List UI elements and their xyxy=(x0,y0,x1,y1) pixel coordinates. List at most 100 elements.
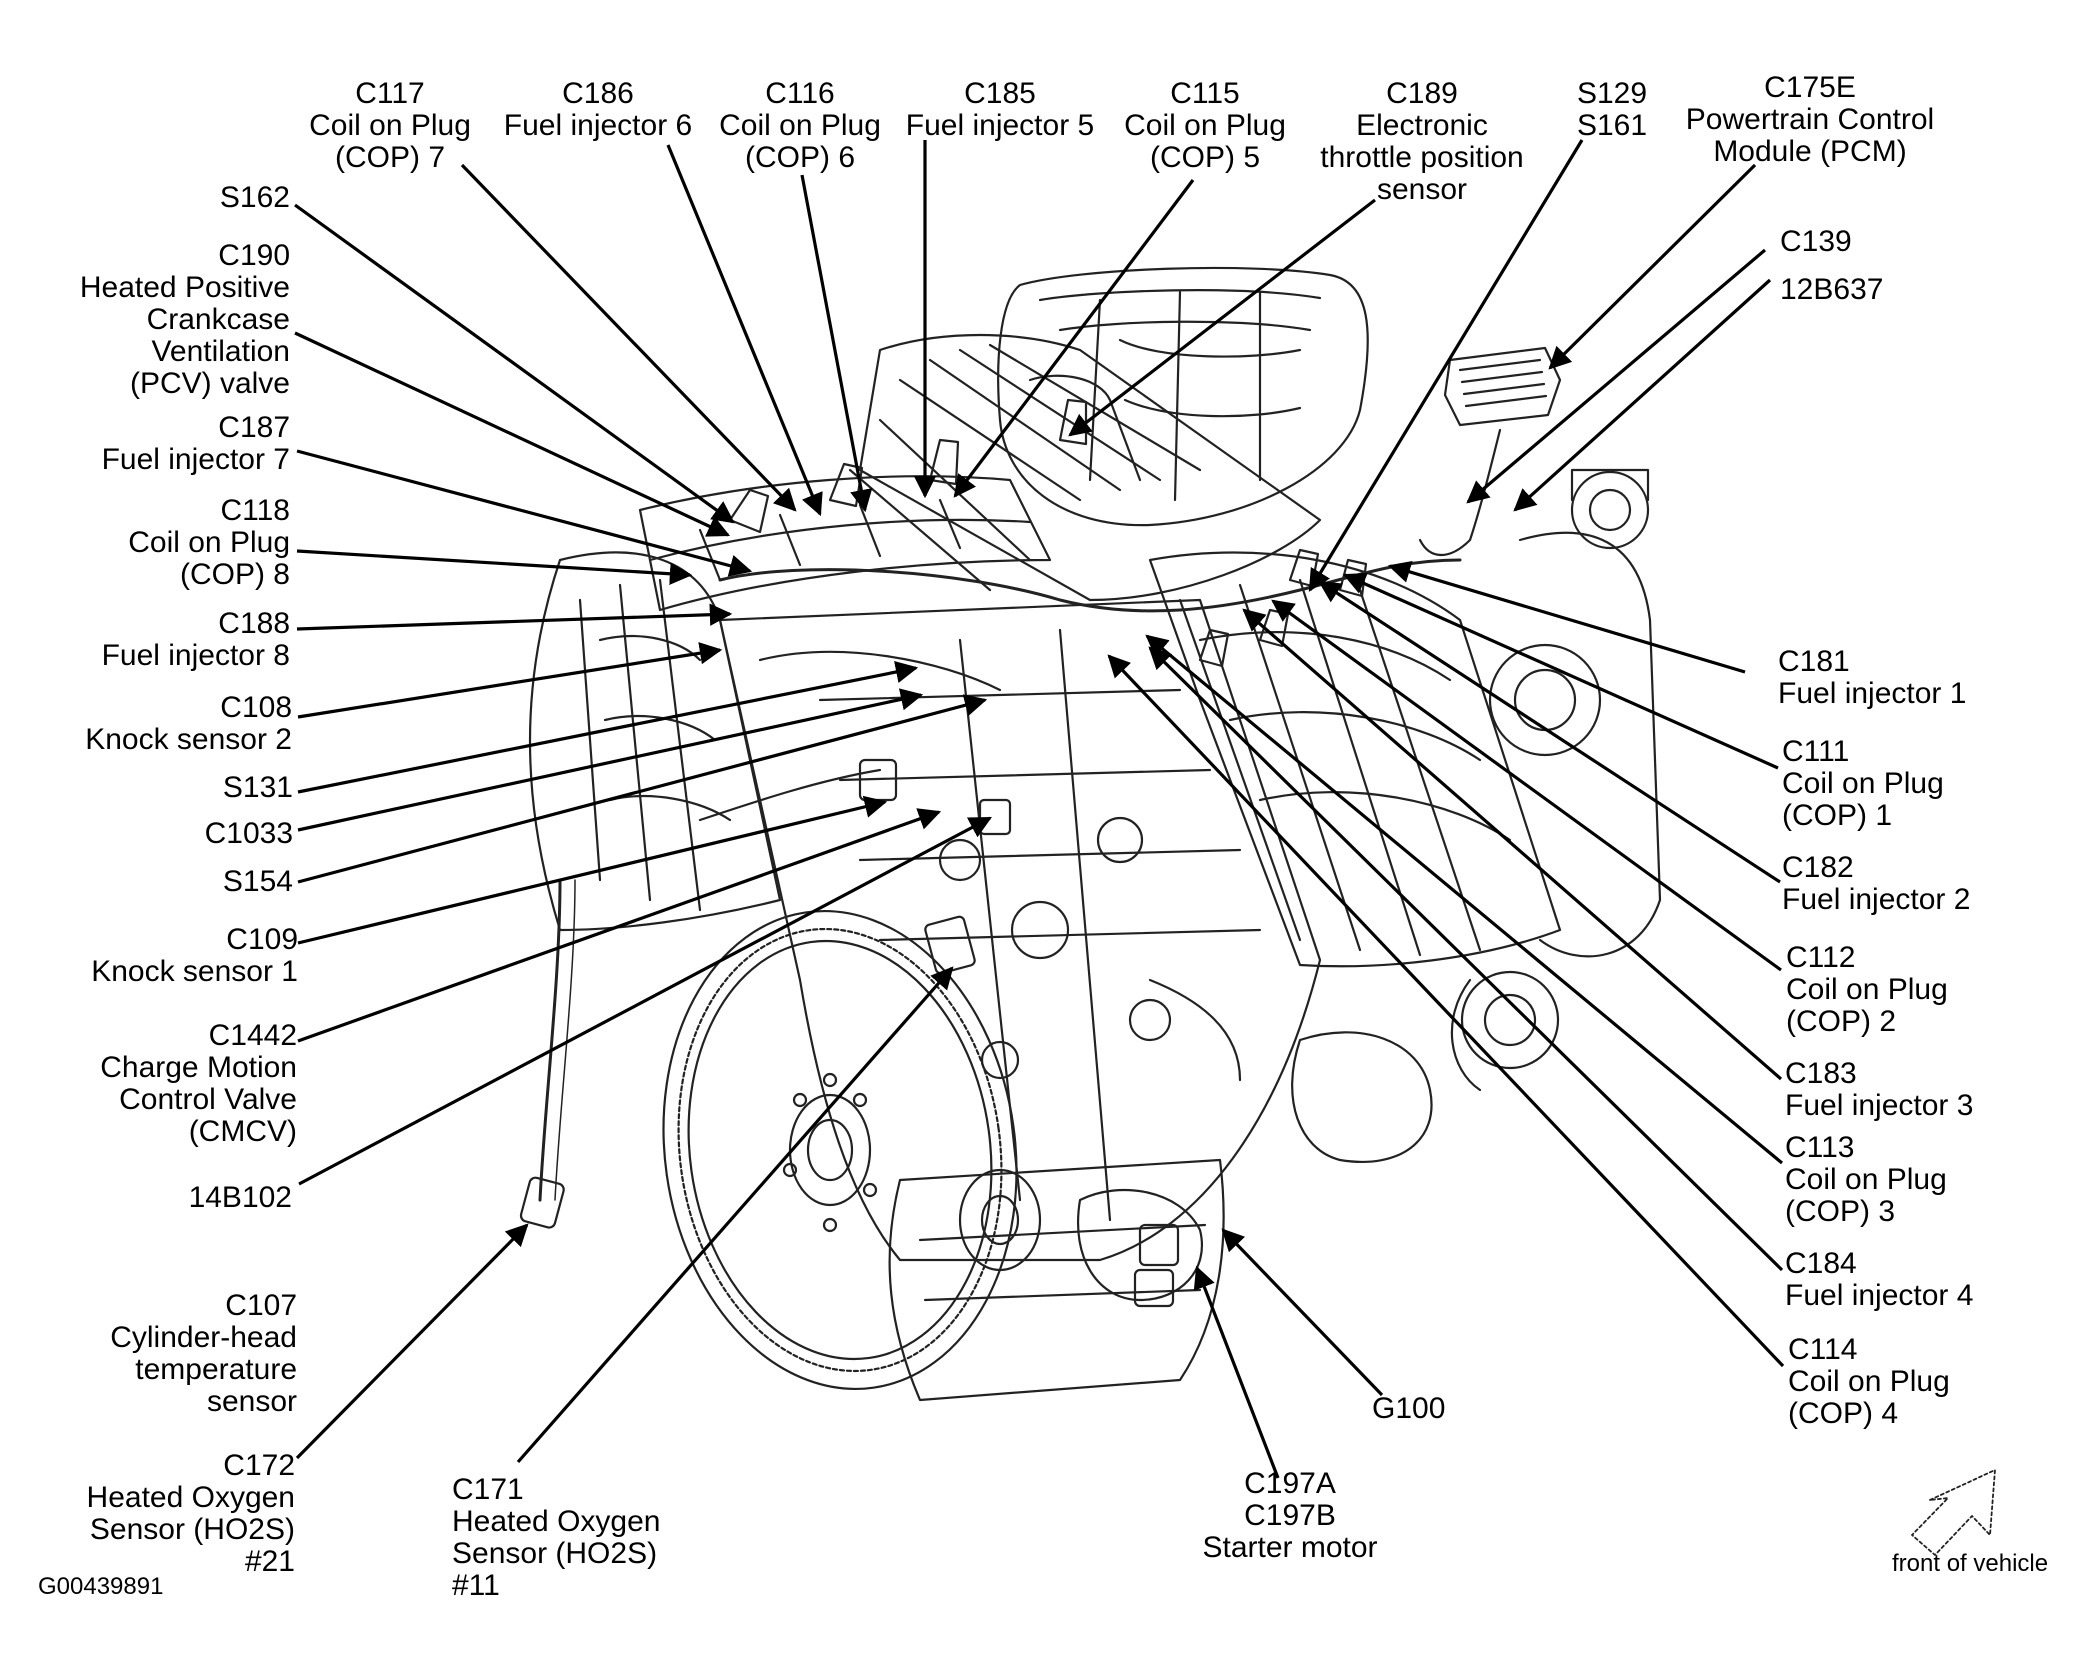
callout-c188: C188 Fuel injector 8 xyxy=(102,608,290,672)
callout-line: Knock sensor 2 xyxy=(85,723,292,756)
callout-line: C197B xyxy=(1244,1499,1336,1532)
callout-line: Module (PCM) xyxy=(1713,135,1907,168)
callout-g100: G100 xyxy=(1372,1393,1445,1425)
callout-c112: C112 Coil on Plug (COP) 2 xyxy=(1786,942,1948,1038)
callout-line: S131 xyxy=(222,771,293,804)
callout-line: sensor xyxy=(1376,173,1468,206)
callout-line: (COP) 4 xyxy=(1788,1397,1899,1430)
callout-line: 12B637 xyxy=(1780,273,1884,306)
callout-line: Control Valve xyxy=(119,1083,297,1116)
callout-line: 14B102 xyxy=(188,1181,292,1214)
callout-line: C1033 xyxy=(204,817,293,850)
callout-line: C1442 xyxy=(208,1019,297,1052)
callout-line: C181 xyxy=(1778,645,1850,678)
callout-line: Coil on Plug xyxy=(128,526,290,559)
callout-line: Charge Motion xyxy=(100,1051,297,1084)
callout-line: S129 xyxy=(1576,77,1648,110)
callout-c185: C185 Fuel injector 5 xyxy=(906,78,1094,142)
callout-c175e: C175E Powertrain Control Module (PCM) xyxy=(1686,72,1934,168)
callout-line: Heated Oxygen xyxy=(452,1505,661,1538)
callout-line: C108 xyxy=(220,691,292,724)
callout-line: C182 xyxy=(1782,851,1854,884)
callout-c109: C109 Knock sensor 1 xyxy=(91,924,298,988)
callout-s162: S162 xyxy=(220,182,290,214)
callout-line: Powertrain Control xyxy=(1685,103,1935,136)
callout-line: (COP) 7 xyxy=(334,141,446,174)
callout-line: C184 xyxy=(1785,1247,1857,1280)
callout-line: C118 xyxy=(220,494,291,527)
callout-14b102: 14B102 xyxy=(189,1182,292,1214)
callout-s129-s161: S129 S161 xyxy=(1577,78,1647,142)
callout-line: C115 xyxy=(1170,77,1240,110)
callout-line: Coil on Plug xyxy=(1124,109,1286,142)
callout-c113: C113 Coil on Plug (COP) 3 xyxy=(1785,1132,1947,1228)
callout-line: C188 xyxy=(218,607,290,640)
callout-c1442: C1442 Charge Motion Control Valve (CMCV) xyxy=(100,1020,297,1148)
callout-c116: C116 Coil on Plug (COP) 6 xyxy=(719,78,881,174)
callout-line: (PCV) valve xyxy=(129,367,290,400)
callout-line: Fuel injector 3 xyxy=(1785,1089,1974,1122)
callout-c184: C184 Fuel injector 4 xyxy=(1785,1248,1973,1312)
callout-c117: C117 Coil on Plug (COP) 7 xyxy=(309,78,471,174)
callout-line: S154 xyxy=(222,865,293,898)
callout-line: C114 xyxy=(1788,1333,1858,1366)
callout-line: Ventilation xyxy=(151,335,290,368)
callout-line: sensor xyxy=(206,1385,297,1418)
callout-line: temperature xyxy=(135,1353,297,1386)
callout-line: C112 xyxy=(1786,941,1856,974)
callout-c114: C114 Coil on Plug (COP) 4 xyxy=(1788,1334,1950,1430)
callout-c118: C118 Coil on Plug (COP) 8 xyxy=(128,495,290,591)
callout-c183: C183 Fuel injector 3 xyxy=(1785,1058,1973,1122)
callout-line: Coil on Plug xyxy=(309,109,471,142)
callout-line: Coil on Plug xyxy=(1782,767,1944,800)
callout-s131: S131 xyxy=(223,772,293,804)
callout-line: throttle position xyxy=(1320,141,1524,174)
callout-c171: C171 Heated Oxygen Sensor (HO2S) #11 xyxy=(452,1474,660,1602)
callout-line: C113 xyxy=(1785,1131,1855,1164)
callout-line: Fuel injector 5 xyxy=(905,109,1095,142)
callout-12b637: 12B637 xyxy=(1780,274,1883,306)
callout-line: C197A xyxy=(1244,1467,1336,1500)
callout-line: C175E xyxy=(1764,71,1856,104)
callout-line: Sensor (HO2S) xyxy=(89,1513,295,1546)
callout-c107: C107 Cylinder-head temperature sensor xyxy=(110,1290,297,1418)
front-of-vehicle-label: front of vehicle xyxy=(1892,1550,2049,1577)
callout-line: Crankcase xyxy=(146,303,290,336)
callout-line: Fuel injector 6 xyxy=(503,109,693,142)
callout-line: Sensor (HO2S) xyxy=(452,1537,658,1570)
callout-line: Starter motor xyxy=(1202,1531,1378,1564)
callout-c186: C186 Fuel injector 6 xyxy=(504,78,692,142)
callout-line: Heated Positive xyxy=(79,271,290,304)
callout-line: C185 xyxy=(964,77,1036,110)
callout-line: (COP) 6 xyxy=(744,141,856,174)
callout-s154: S154 xyxy=(223,866,293,898)
callout-c172: C172 Heated Oxygen Sensor (HO2S) #21 xyxy=(87,1450,295,1578)
callout-line: C186 xyxy=(562,77,634,110)
callout-line: Knock sensor 1 xyxy=(91,955,298,988)
callout-line: C190 xyxy=(218,239,290,272)
callout-c189: C189 Electronic throttle position sensor xyxy=(1320,78,1523,206)
callout-c181: C181 Fuel injector 1 xyxy=(1778,646,1966,710)
callout-line: C117 xyxy=(355,77,425,110)
callout-c182: C182 Fuel injector 2 xyxy=(1782,852,1970,916)
callout-line: (COP) 2 xyxy=(1786,1005,1897,1038)
callout-line: Coil on Plug xyxy=(719,109,881,142)
callout-line: Coil on Plug xyxy=(1786,973,1948,1006)
callout-line: Heated Oxygen xyxy=(86,1481,295,1514)
callout-line: (CMCV) xyxy=(188,1115,297,1148)
callout-line: C139 xyxy=(1780,225,1852,258)
callout-line: (COP) 8 xyxy=(179,558,290,591)
callout-line: C171 xyxy=(452,1473,524,1506)
callout-c115: C115 Coil on Plug (COP) 5 xyxy=(1124,78,1286,174)
callout-c139: C139 xyxy=(1780,226,1852,258)
callout-line: S162 xyxy=(219,181,290,214)
callout-line: C189 xyxy=(1386,77,1458,110)
callout-line: C111 xyxy=(1782,735,1850,768)
callout-line: Fuel injector 4 xyxy=(1785,1279,1974,1312)
figure-id: G00439891 xyxy=(38,1573,164,1600)
callout-line: #21 xyxy=(244,1545,295,1578)
front-of-vehicle-arrow-icon xyxy=(1910,1468,2000,1558)
callout-c197a-c197b: C197A C197B Starter motor xyxy=(1202,1468,1377,1564)
